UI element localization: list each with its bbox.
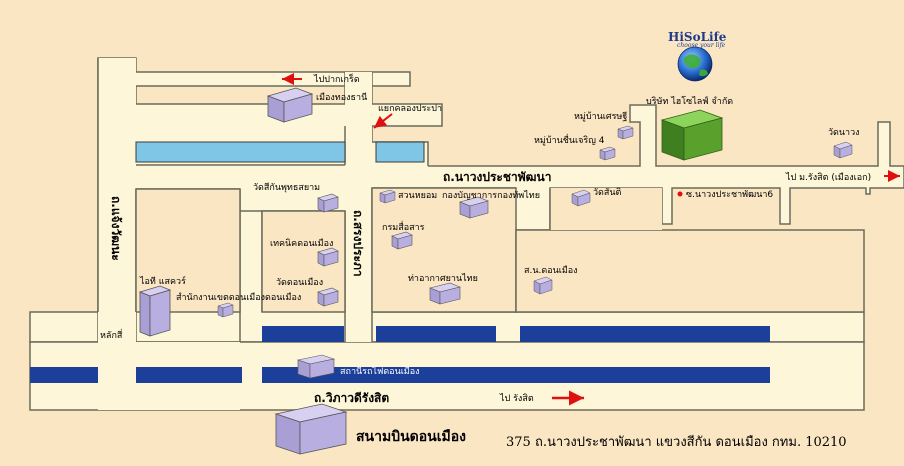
building-army-hq [459,196,489,219]
label-to-rangsit: ไป รังสิต [499,393,534,404]
address-text: 375 ถ.นาวงประชาพัฒนา แขวงสีกัน ดอนเมือง … [506,434,847,450]
label-don-mueang-airport: สนามบินดอนเมือง [356,429,466,445]
label-it-square: ไอที แสควร์ [139,275,186,287]
song-prapa-road [345,72,372,342]
arrow-junction-icon [373,113,393,129]
label-junction: แยกคลองประปา [378,104,442,114]
building-muang-thong-thani [266,87,314,123]
label-thai-airports: ท่าอากาศยานไทย [408,273,478,284]
label-wat-don-mueang: วัดดอนเมือง [276,277,323,288]
building-tech-don-mueang [317,247,339,267]
railway-lower-3 [262,367,770,383]
railway-upper-3 [520,326,770,342]
location-dot-icon [677,191,683,197]
hisolife-logo: HiSoLife choose your life [668,30,727,82]
railway-upper-2 [376,326,496,342]
building-don-mueang-station [296,354,336,379]
label-district-office: สำนักงานเขตดอนเมืองดอนเมือง [176,292,301,303]
label-song-prapa-road: ถ.สรงประภา [351,210,365,277]
label-muang-thong-thani: เมืองทองธานี [316,92,367,103]
chaeng-watthana-road [98,58,136,342]
railway-upper-1 [262,326,344,342]
label-suan-thaem: สวนหยอม [398,191,437,201]
building-district-office [217,302,234,318]
label-wat-lak-si: วัดสีกันพุทธสยาม [253,182,320,193]
label-to-rangsit-muang-ek: ไป ม.รังสิต (เมืองเอก) [785,172,871,183]
label-krom-suesan: กรมสื่อสาร [382,220,425,233]
label-moo-ban-sri: หมู่บ้านเศรษฐี [574,111,627,122]
logo-text: HiSoLife [668,30,727,44]
building-wat-lak-si [317,193,339,213]
label-nawong-road: ถ.นาวงประชาพัฒนา [443,170,551,184]
label-chaeng-watthana-road: ถ.แจ้งวัฒนะ [109,196,123,261]
building-don-mueang-airport [274,403,348,455]
building-moo-ban-chuen [599,146,616,161]
label-nawong-soi-6: ซ.นาวงประชาพัฒนา6 [686,190,773,200]
building-sor-nor-don-mueang [533,276,553,295]
building-thai-airports [429,282,461,305]
label-to-pak-kret: ไปปากเกร็ด [313,72,360,85]
building-suan-thaem [379,189,396,204]
label-wat-san-ti: วัดสันติ [593,187,622,198]
label-tech-don-mueang: เทคนิคดอนเมือง [270,238,333,249]
building-it-square [138,285,172,337]
label-moo-ban-chuen: หมู่บ้านชื่นเจริญ 4 [534,133,605,146]
building-company [660,109,724,161]
canal-left [135,141,346,163]
label-don-mueang-station: สถานีรถไฟดอนเมือง [340,366,420,377]
canal-right [375,141,425,163]
label-company: บริษัท ไฮโซไลฟ์ จำกัด [646,95,733,107]
label-laksi: หลักสี่ [100,328,123,341]
railway-lower-1 [30,367,98,383]
label-sor-nor-don-mueang: ส.น.ดอนเมือง [524,265,578,276]
building-krom-suesan [391,231,413,250]
label-army-hq: กองบัญชาการกองทัพไทย [442,190,540,201]
logo-tagline: choose your life [677,42,726,49]
building-moo-ban-sri [617,125,634,140]
building-wat-don-mueang [317,287,339,307]
building-wat-san-ti [571,189,591,207]
label-vibhavadi-road: ถ.วิภาวดีรังสิต [314,391,389,405]
building-wat-nawong [833,141,853,159]
label-wat-nawong: วัดนาวง [828,128,860,138]
railway-lower-2 [136,367,242,383]
